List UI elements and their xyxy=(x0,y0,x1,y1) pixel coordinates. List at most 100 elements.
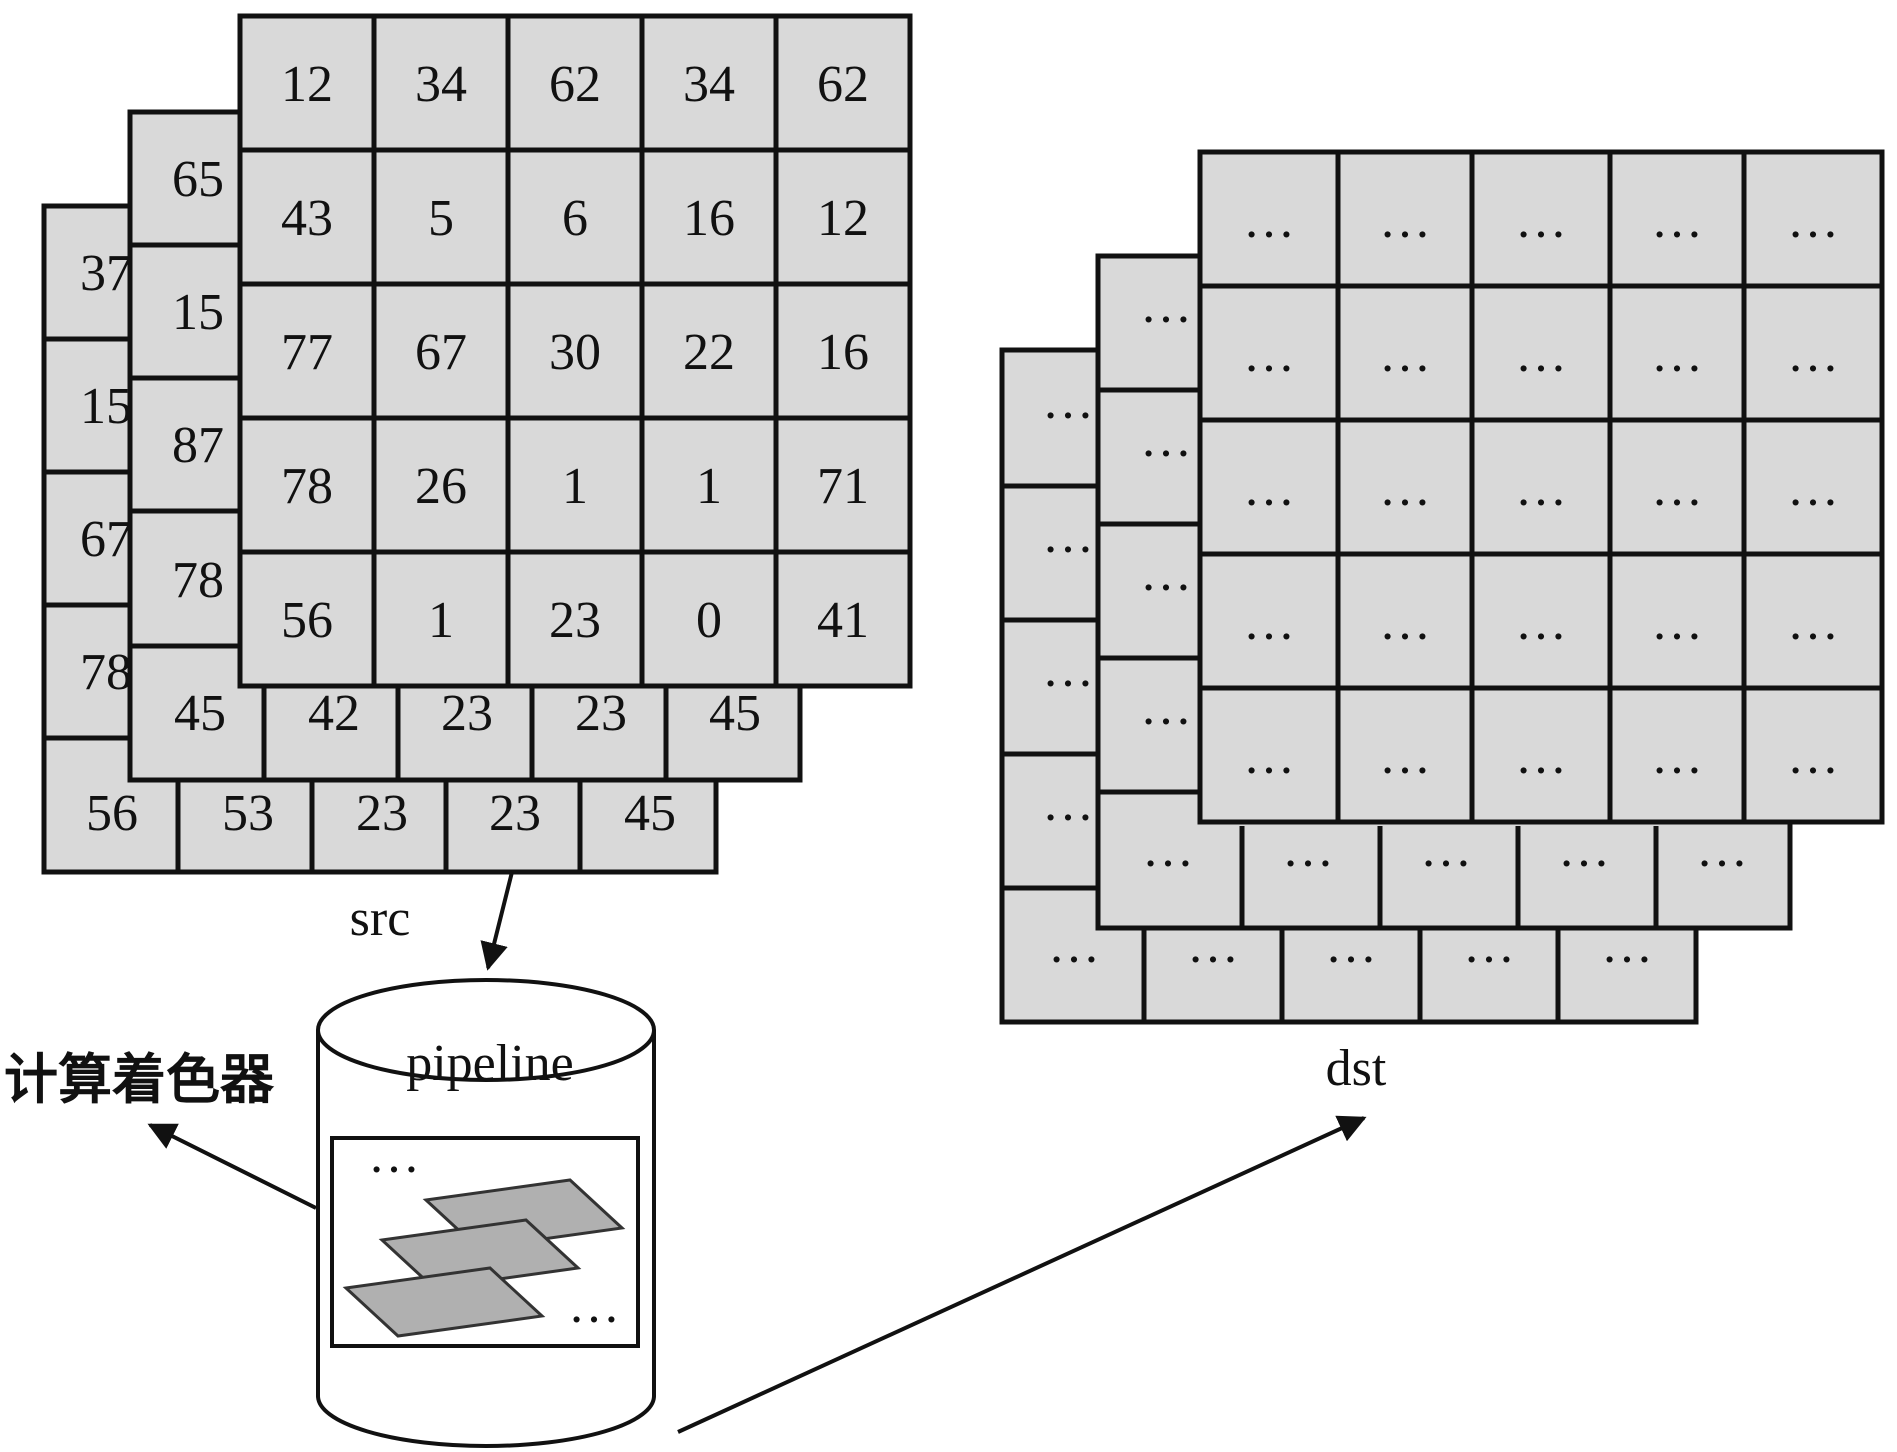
src-front-cell xyxy=(505,281,645,421)
dst-front-cell-value: … xyxy=(1379,192,1431,249)
src-front-cell-value: 26 xyxy=(415,458,467,515)
src-front-cell-value: 62 xyxy=(549,56,601,113)
src-front-cell-value: 1 xyxy=(696,458,722,515)
src-front-cell-value: 16 xyxy=(683,190,735,247)
src-front-cell-value: 12 xyxy=(817,190,869,247)
dst-back-left-cell: … xyxy=(1042,507,1094,564)
dst-middle-left-cell: … xyxy=(1140,679,1192,736)
dst-middle-left-cell: … xyxy=(1140,277,1192,334)
dst-front-cell-value: … xyxy=(1379,326,1431,383)
dst-front-cell-value: … xyxy=(1243,728,1295,785)
compute-shader-label: 计算着色器 xyxy=(4,1048,275,1111)
dst-front-cell-value: … xyxy=(1243,594,1295,651)
src-middle-bottom-cell: 23 xyxy=(441,685,493,742)
src-middle-bottom-cell: 45 xyxy=(709,685,761,742)
dst-front-cell xyxy=(1741,149,1885,289)
dst-front-cell-value: … xyxy=(1243,326,1295,383)
dst-middle-bottom-cell: … xyxy=(1282,821,1334,878)
src-front-cell xyxy=(237,13,377,153)
src-front-cell-value: 78 xyxy=(281,458,333,515)
dst-front-cell-value: … xyxy=(1515,192,1567,249)
dst-front-cell xyxy=(1469,417,1613,557)
src-back-bottom-cell: 23 xyxy=(356,785,408,842)
src-front-cell xyxy=(639,549,779,689)
src-middle-bottom-cell: 45 xyxy=(174,685,226,742)
dst-front-cell xyxy=(1469,283,1613,423)
dst-front-cell xyxy=(1197,685,1341,825)
src-front-cell xyxy=(639,281,779,421)
src-front-cell xyxy=(773,281,913,421)
pipeline-plane xyxy=(342,1266,546,1338)
dst-layer-front: ………………………………………………………………… xyxy=(1197,149,1885,825)
src-front-cell xyxy=(237,281,377,421)
src-front-cell-value: 62 xyxy=(817,56,869,113)
dst-back-left-cell: … xyxy=(1042,373,1094,430)
dst-back-bottom-cell: … xyxy=(1048,917,1100,974)
pipeline-to-shader-arrow xyxy=(147,1123,317,1210)
src-to-pipeline-arrow xyxy=(480,871,514,971)
dst-front-cell-value: … xyxy=(1651,594,1703,651)
src-middle-bottom-cell: 23 xyxy=(575,685,627,742)
dst-front-cell-value: … xyxy=(1515,460,1567,517)
dst-front-cell xyxy=(1197,149,1341,289)
src-back-bottom-cell: 53 xyxy=(222,785,274,842)
pipeline-cylinder: pipeline … … xyxy=(316,978,656,1448)
dst-front-cell-value: … xyxy=(1243,192,1295,249)
pipeline-label: pipeline xyxy=(406,1035,574,1092)
pipeline-ellipsis-bottom: … xyxy=(568,1277,620,1334)
dst-middle-bottom-cell: … xyxy=(1696,821,1748,878)
dst-front-cell xyxy=(1469,551,1613,691)
pipeline-inner-panel: … … xyxy=(330,1127,640,1348)
src-front-cell xyxy=(773,549,913,689)
src-front-cell xyxy=(773,147,913,287)
src-middle-bottom-cell: 42 xyxy=(308,685,360,742)
dst-front-cell-value: … xyxy=(1787,728,1839,785)
src-front-cell-value: 41 xyxy=(817,592,869,649)
dst-front-cell-value: … xyxy=(1379,460,1431,517)
src-back-left-cell: 67 xyxy=(80,511,132,568)
dst-label: dst xyxy=(1326,1040,1387,1097)
dst-front-cell xyxy=(1197,283,1341,423)
src-front-cell xyxy=(371,147,511,287)
src-back-left-cell: 37 xyxy=(80,245,132,302)
src-front-cell xyxy=(505,549,645,689)
src-back-left-cell: 78 xyxy=(80,644,132,701)
dst-front-cell xyxy=(1197,417,1341,557)
dst-back-left-cell: … xyxy=(1042,775,1094,832)
src-back-bottom-cell: 56 xyxy=(86,785,138,842)
src-front-cell xyxy=(773,415,913,555)
src-front-cell-value: 34 xyxy=(683,56,735,113)
dst-front-cell-value: … xyxy=(1515,728,1567,785)
src-front-cell-value: 12 xyxy=(281,56,333,113)
src-front-cell-value: 16 xyxy=(817,324,869,381)
src-front-cell-value: 23 xyxy=(549,592,601,649)
dst-front-cell-value: … xyxy=(1651,326,1703,383)
src-front-cell xyxy=(237,147,377,287)
src-front-cell-value: 43 xyxy=(281,190,333,247)
src-front-cell-value: 5 xyxy=(428,190,454,247)
dst-front-cell xyxy=(1197,551,1341,691)
src-matrix-stack: 37 15 67 78 56 53 23 23 45 65 15 87 78 4… xyxy=(41,13,913,875)
dst-front-cell xyxy=(1607,283,1747,423)
src-label: src xyxy=(350,890,411,947)
dst-front-cell-value: … xyxy=(1651,728,1703,785)
src-front-cell-value: 71 xyxy=(817,458,869,515)
src-back-left-cell: 15 xyxy=(80,378,132,435)
dst-front-cell-value: … xyxy=(1787,192,1839,249)
dst-middle-bottom-cell: … xyxy=(1420,821,1472,878)
src-front-cell-value: 1 xyxy=(428,592,454,649)
dst-front-cell-value: … xyxy=(1515,594,1567,651)
dst-middle-bottom-cell: … xyxy=(1558,821,1610,878)
dst-front-cell xyxy=(1741,283,1885,423)
src-front-cell-value: 30 xyxy=(549,324,601,381)
src-front-cell-value: 67 xyxy=(415,324,467,381)
src-front-cell xyxy=(639,415,779,555)
dst-middle-bottom-cell: … xyxy=(1142,821,1194,878)
src-front-cell-value: 1 xyxy=(562,458,588,515)
src-front-cell-value: 0 xyxy=(696,592,722,649)
dst-front-cell-value: … xyxy=(1651,192,1703,249)
dst-front-cell-value: … xyxy=(1787,326,1839,383)
dst-front-cell xyxy=(1469,685,1613,825)
